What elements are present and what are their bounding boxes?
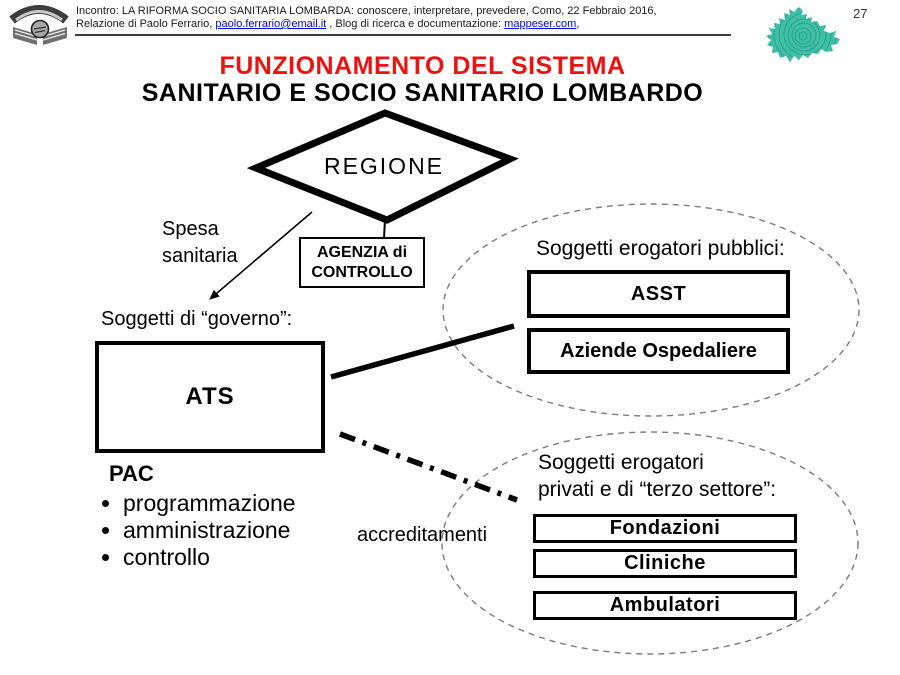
private-providers-ellipse: [441, 431, 859, 655]
public-providers-ellipse: [442, 203, 860, 417]
slide-title-line2: SANITARIO E SOCIO SANITARIO LOMBARDO: [141, 79, 704, 107]
ambulatori-box: Ambulatori: [533, 591, 797, 620]
ats-box: ATS: [95, 341, 325, 453]
erogatori-privati-line2: privati e di “terzo settore”:: [538, 478, 777, 501]
soggetti-governo-label: Soggetti di “governo”:: [101, 308, 293, 330]
regione-diamond: [246, 109, 519, 224]
pac-item: amministrazione: [123, 517, 361, 544]
aziende-ospedaliere-label: Aziende Ospedaliere: [560, 339, 757, 362]
ats-label: ATS: [185, 383, 235, 410]
ambulatori-label: Ambulatori: [609, 594, 721, 616]
agenzia-di-controllo-box: AGENZIA di CONTROLLO: [299, 237, 425, 288]
slide-number: 27: [853, 6, 868, 21]
pac-item: programmazione: [123, 490, 361, 517]
cliniche-label: Cliniche: [624, 552, 706, 574]
header-line2: Relazione di Paolo Ferrario, paolo.ferra…: [76, 18, 676, 31]
erogatori-privati-line1: Soggetti erogatori: [538, 451, 704, 474]
header-line2-middle: , Blog di ricerca e documentazione:: [326, 18, 505, 30]
pac-block: PAC programmazione amministrazione contr…: [101, 461, 361, 571]
asst-box: ASST: [527, 270, 790, 318]
book-handshake-logo-icon: [9, 5, 69, 45]
fondazioni-label: Fondazioni: [609, 517, 721, 539]
pac-title: PAC: [109, 461, 154, 486]
aziende-ospedaliere-box: Aziende Ospedaliere: [527, 328, 790, 374]
erogatori-pubblici-label: Soggetti erogatori pubblici:: [536, 237, 785, 260]
agenzia-line2: CONTROLLO: [311, 263, 413, 281]
regione-label: REGIONE: [323, 153, 445, 179]
ats-public-link-line: [330, 323, 515, 380]
pac-item: controllo: [123, 544, 361, 571]
asst-label: ASST: [630, 282, 687, 305]
spesa-sanitaria-label: Spesa sanitaria: [162, 218, 238, 267]
accreditamenti-label: accreditamenti: [357, 524, 488, 546]
erogatori-privati-label: Soggetti erogatori privati e di “terzo s…: [538, 449, 828, 503]
pac-list: programmazione amministrazione controllo: [101, 490, 361, 571]
fondazioni-box: Fondazioni: [533, 514, 797, 543]
email-link[interactable]: paolo.ferrario@email.it: [215, 18, 327, 30]
agenzia-line1: AGENZIA di: [316, 243, 408, 261]
blog-link[interactable]: mappeser.com: [504, 18, 577, 30]
header-line2-prefix: Relazione di Paolo Ferrario,: [76, 18, 216, 30]
header-divider: [75, 34, 731, 36]
cliniche-box: Cliniche: [533, 549, 797, 578]
header-caption: Incontro: LA RIFORMA SOCIO SANITARIA LOM…: [76, 5, 676, 31]
header-line1: Incontro: LA RIFORMA SOCIO SANITARIA LOM…: [76, 5, 657, 17]
spesa-arrow: [209, 211, 313, 300]
ats-private-dashdot-line: [339, 431, 518, 503]
header-line2-suffix: ,: [576, 18, 580, 30]
slide-title-line1: FUNZIONAMENTO DEL SISTEMA: [219, 52, 626, 80]
